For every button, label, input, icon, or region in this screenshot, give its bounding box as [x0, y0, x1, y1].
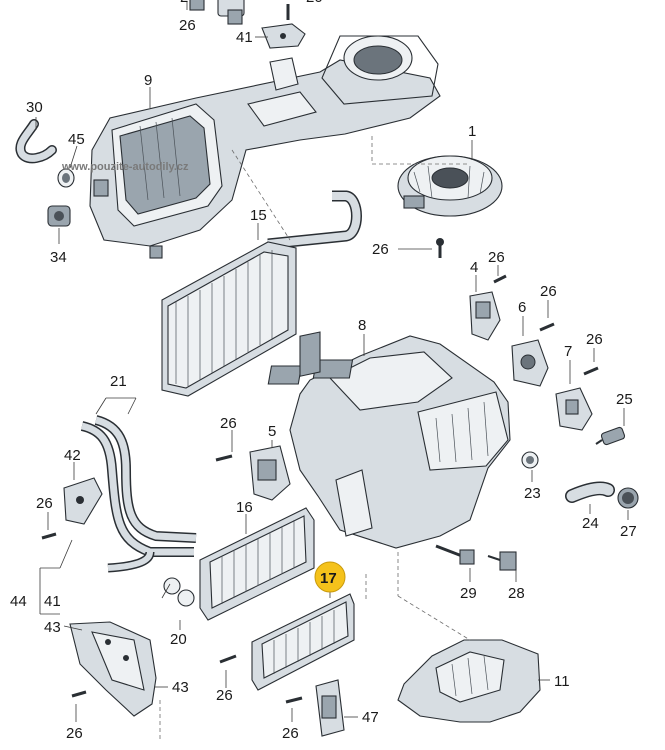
callout-41: 41 — [236, 29, 253, 46]
screw-icon — [539, 322, 555, 332]
callout-26: 26 — [220, 415, 237, 432]
callout-26: 26 — [488, 249, 505, 266]
valve-part-34-icon — [47, 205, 71, 227]
callout-26: 26 — [540, 283, 557, 300]
screw-icon — [219, 654, 237, 664]
sensor-part-28-icon — [487, 551, 517, 571]
bracket-44-41-icon — [39, 567, 60, 615]
callout-44: 44 — [10, 593, 27, 610]
radiator-fins — [221, 520, 295, 604]
callout-6: 6 — [518, 299, 526, 316]
part-41-bracket-icon — [261, 23, 306, 49]
callout-27: 27 — [620, 523, 637, 540]
actuator-part-6-icon — [511, 339, 549, 387]
callout-8: 8 — [358, 317, 366, 334]
cover-part-43-icon — [69, 621, 157, 717]
callout-1: 1 — [468, 123, 476, 140]
screw-icon — [71, 690, 87, 698]
bracket-part-47-icon — [315, 679, 345, 737]
sensor-part-29-icon — [435, 544, 475, 565]
callout-26: 26 — [179, 17, 196, 34]
callout-26: 26 — [282, 725, 299, 742]
callout-20: 20 — [306, 0, 323, 6]
hose-part-24-icon — [565, 481, 615, 503]
sensor-part-25-icon — [595, 426, 626, 446]
grommet-part-23-icon — [521, 451, 539, 469]
callout-43: 43 — [44, 619, 61, 636]
callout-20: 20 — [170, 631, 187, 648]
heater-housing-icon — [267, 331, 511, 549]
actuator-part-7-icon — [555, 387, 593, 431]
callout-34: 34 — [50, 249, 67, 266]
callout-21: 21 — [110, 373, 127, 390]
radiator-fins — [273, 610, 335, 674]
hose-part-30-icon — [15, 119, 57, 164]
callout-41: 41 — [44, 593, 61, 610]
callout-43: 43 — [172, 679, 189, 696]
callout-30: 30 — [26, 99, 43, 116]
callout-15: 15 — [250, 207, 267, 224]
housing-part-11-icon — [397, 639, 541, 723]
callout-26: 26 — [586, 331, 603, 348]
callout-28: 28 — [508, 585, 525, 602]
screw-icon — [493, 274, 507, 284]
callout-26: 26 — [216, 687, 233, 704]
actuator-part-4-icon — [469, 291, 501, 341]
watermark-text: www.pouzite-autodily.cz — [61, 161, 189, 173]
heat-exchanger-part-16-icon — [163, 507, 315, 621]
clip-icon — [227, 9, 243, 25]
housing-grille — [435, 401, 489, 463]
callout-17: 17 — [320, 570, 337, 587]
callout-45: 45 — [68, 131, 85, 148]
heater-core-part-15-icon — [161, 190, 362, 397]
screw-icon — [436, 238, 444, 258]
callout-4: 4 — [470, 259, 478, 276]
coolant-pipes-part-21-icon — [80, 415, 197, 573]
callout-26: 26 — [36, 495, 53, 512]
callout-9: 9 — [144, 72, 152, 89]
cap-part-27-icon — [617, 487, 639, 509]
callout-26: 26 — [372, 241, 389, 258]
radiator-fins — [175, 250, 273, 386]
callout-47: 47 — [362, 709, 379, 726]
callout-highlight-17 — [314, 561, 346, 593]
screw-icon — [41, 532, 57, 540]
callout-labels: 2 26 41 20 9 30 45 34 1 15 26 4 26 6 26 … — [10, 0, 637, 742]
callout-42: 42 — [64, 447, 81, 464]
callout-11: 11 — [554, 673, 570, 690]
callout-2: 2 — [180, 0, 188, 6]
callout-5: 5 — [268, 423, 276, 440]
blower-motor-icon — [397, 155, 503, 217]
screw-icon — [583, 366, 599, 376]
part-2-icon — [189, 0, 205, 11]
bracket-part-42-icon — [63, 477, 103, 525]
top-small-parts — [186, 0, 306, 49]
callout-26: 26 — [66, 725, 83, 742]
callout-29: 29 — [460, 585, 477, 602]
screw-icon — [285, 696, 303, 704]
callout-24: 24 — [582, 515, 599, 532]
callout-7: 7 — [564, 343, 572, 360]
heat-exchanger-part-17-icon — [251, 593, 355, 691]
air-intake-housing-icon — [89, 35, 441, 259]
callout-23: 23 — [524, 485, 541, 502]
actuator-part-5-icon — [249, 445, 291, 501]
clamp-part-45-icon — [57, 168, 75, 188]
callout-25: 25 — [616, 391, 633, 408]
callout-16: 16 — [236, 499, 253, 516]
screw-icon — [215, 454, 233, 462]
